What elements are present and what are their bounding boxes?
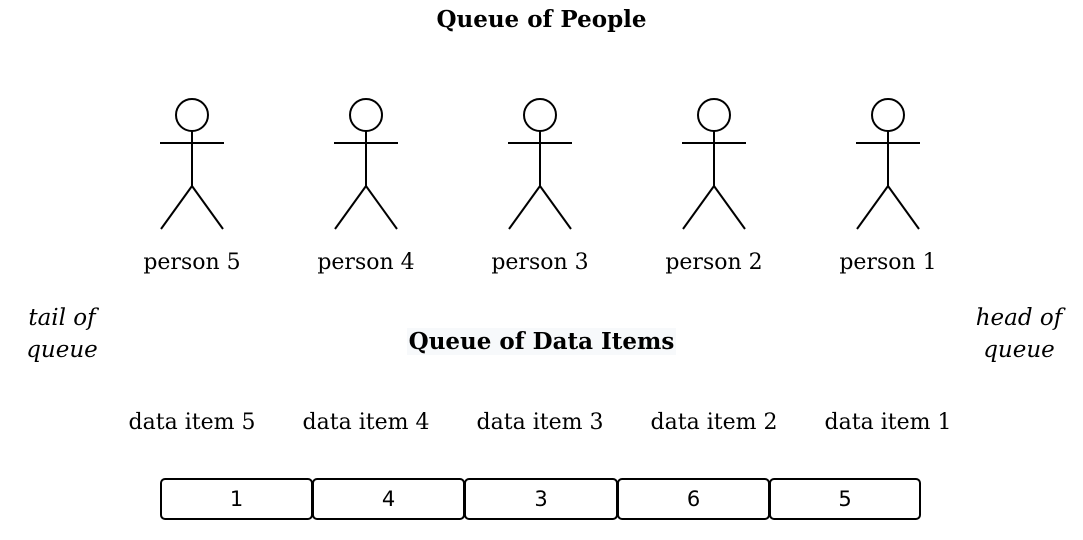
queue-cell: 3 — [464, 478, 618, 520]
person-label: person 4 — [317, 250, 415, 275]
queue-cell: 6 — [617, 478, 770, 520]
data-item-label: data item 2 — [650, 410, 778, 435]
queue-cell: 5 — [769, 478, 921, 520]
stick-figure-icon — [508, 98, 572, 230]
tail-of-queue-label: tail of queue — [26, 305, 98, 363]
title-queue-of-data-items: Queue of Data Items — [406, 328, 677, 355]
stick-figure-icon — [334, 98, 398, 230]
data-item-label: data item 3 — [476, 410, 604, 435]
data-item-label: data item 1 — [824, 410, 952, 435]
person-label: person 1 — [839, 250, 937, 275]
person-label: person 2 — [665, 250, 763, 275]
person-label: person 3 — [491, 250, 589, 275]
data-item-label: data item 5 — [128, 410, 256, 435]
person-label: person 5 — [143, 250, 241, 275]
data-item-label: data item 4 — [302, 410, 430, 435]
queue-cell: 1 — [160, 478, 313, 520]
head-of-queue-label: head of queue — [975, 305, 1063, 363]
queue-cell: 4 — [312, 478, 465, 520]
stick-figure-icon — [160, 98, 224, 230]
title-queue-of-people: Queue of People — [436, 6, 647, 33]
stick-figure-icon — [682, 98, 746, 230]
stick-figure-icon — [856, 98, 920, 230]
